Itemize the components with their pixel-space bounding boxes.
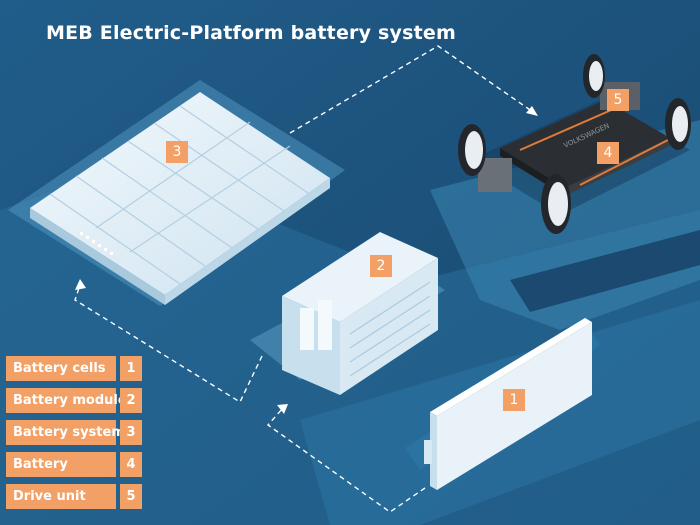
marker-drive-unit: 5 bbox=[607, 89, 629, 111]
marker-battery-cells: 1 bbox=[503, 389, 525, 411]
battery-system-illustration bbox=[8, 80, 345, 306]
legend-label: Battery module bbox=[6, 388, 127, 413]
legend-number: 3 bbox=[120, 420, 142, 445]
arrowhead-system bbox=[75, 279, 86, 290]
wheel-icons bbox=[458, 54, 691, 234]
legend-number: 2 bbox=[120, 388, 142, 413]
arrow-module-to-system bbox=[74, 284, 263, 404]
floor-step bbox=[510, 230, 700, 312]
legend-label: Battery bbox=[6, 452, 116, 477]
marker-battery: 4 bbox=[597, 142, 619, 164]
legend-number: 5 bbox=[120, 484, 142, 509]
arrowhead-chassis bbox=[526, 106, 538, 116]
legend-number: 1 bbox=[120, 356, 142, 381]
legend-label: Battery cells bbox=[6, 356, 116, 381]
legend-label: Drive unit bbox=[6, 484, 116, 509]
arrow-system-to-chassis bbox=[289, 45, 534, 134]
page-title: MEB Electric-Platform battery system bbox=[46, 22, 456, 44]
marker-battery-system: 3 bbox=[166, 141, 188, 163]
legend-number: 4 bbox=[120, 452, 142, 477]
legend-label: Battery system bbox=[6, 420, 125, 445]
arrow-cells-to-module bbox=[266, 407, 426, 513]
battery-module-illustration bbox=[250, 232, 445, 395]
marker-battery-module: 2 bbox=[370, 255, 392, 277]
chassis-illustration: VOLKSWAGEN bbox=[470, 82, 690, 215]
arrowhead-module bbox=[277, 404, 288, 414]
